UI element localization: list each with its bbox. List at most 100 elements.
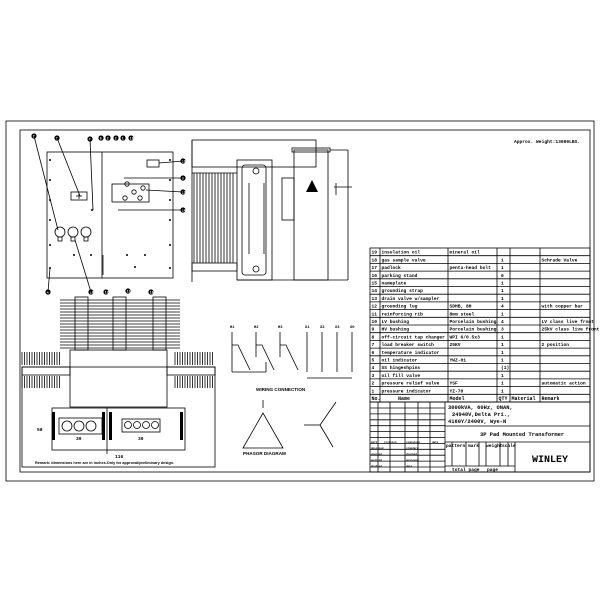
table-cell-name: pressure indicator xyxy=(382,388,432,394)
hv-box-dimension: 30 xyxy=(76,436,82,442)
leader-line xyxy=(145,189,184,193)
table-cell-no: 14 xyxy=(372,288,378,294)
hv-bushing xyxy=(67,226,79,238)
balloon-circle xyxy=(113,135,119,141)
outer-frame xyxy=(5,120,595,482)
company-name: WINLEY xyxy=(532,455,568,466)
table-cell-no: 4 xyxy=(372,365,375,371)
balloon: 1 xyxy=(120,135,126,141)
lv-terminal-label: X3 xyxy=(335,326,340,330)
balloon-label: 13 xyxy=(182,190,186,194)
phasor-title: PHASOR DIAGRAM xyxy=(243,451,286,456)
bolt xyxy=(144,254,146,256)
hv-terminal-label: H2 xyxy=(254,326,259,330)
table-cell-model: SDHB, 8H xyxy=(450,304,472,310)
table-cell-name: insulation oil xyxy=(382,250,421,256)
table-cell-model: 8mm steel xyxy=(450,311,475,317)
table-cell-qty: 1 xyxy=(501,373,504,379)
table-header: QTY xyxy=(499,396,508,402)
width-dimension: 116 xyxy=(115,454,124,460)
table-cell-no: 15 xyxy=(372,281,378,287)
bolt xyxy=(90,254,92,256)
table-cell-no: 17 xyxy=(372,265,378,271)
balloon-circle xyxy=(148,289,154,295)
table-cell-name: grounding strap xyxy=(382,288,424,294)
scale-label: scale xyxy=(502,443,516,449)
weight-label: weight xyxy=(486,443,503,449)
bolt xyxy=(126,254,128,256)
table-header: No. xyxy=(372,396,381,402)
table-cell-remark: Schrade Valve xyxy=(542,257,578,263)
height-dimension: 58 xyxy=(37,427,43,433)
bushing-base xyxy=(70,236,76,242)
table-cell-qty: 1 xyxy=(501,342,504,348)
signoff-label: drafted xyxy=(371,464,382,468)
product-title: 3P Pad Mounted Transformer xyxy=(480,432,564,438)
balloon: 11 xyxy=(125,288,131,294)
bolt xyxy=(134,266,136,268)
balloon-circle xyxy=(128,135,134,141)
table-cell-model: YSF xyxy=(450,381,459,387)
table-cell-name: nameplate xyxy=(382,281,407,287)
table-cell-no: 3 xyxy=(372,373,375,379)
table-cell-no: 19 xyxy=(372,250,378,256)
hv-terminal-label: H3 xyxy=(278,326,283,330)
signoff-label: standard xyxy=(406,446,419,450)
table-header: Name xyxy=(398,396,410,402)
table-cell-qty: (1) xyxy=(501,365,509,371)
balloon: 5 xyxy=(98,135,104,141)
table-cell-name: temperature indicator xyxy=(382,350,440,356)
side-view xyxy=(191,139,352,282)
table-cell-qty: 1 xyxy=(501,358,504,364)
balloon-label: 13 xyxy=(182,159,186,163)
table-cell-qty: 6 xyxy=(501,273,504,279)
table-cell-name: grounding lug xyxy=(382,304,418,310)
table-cell-no: 7 xyxy=(372,342,375,348)
leader-line xyxy=(56,137,81,197)
table-cell-name: padlock xyxy=(382,265,402,271)
leader-line xyxy=(89,138,94,211)
hv-winding xyxy=(279,344,299,371)
table-cell-qty: 1 xyxy=(501,281,504,287)
bushing-base xyxy=(83,236,89,242)
balloon-label: 14 xyxy=(182,208,186,212)
table-cell-qty: 1 xyxy=(501,257,504,263)
table-cell-name: LV bushing xyxy=(382,319,410,325)
leader-line xyxy=(33,135,59,231)
table-cell-model: YWZ-01 xyxy=(450,358,467,364)
balloon-circle xyxy=(125,288,131,294)
table-cell-name: load breaker switch xyxy=(382,342,435,348)
table-cell-no: 8 xyxy=(372,334,375,340)
balloon-circle xyxy=(120,135,126,141)
table-cell-no: 13 xyxy=(372,296,378,302)
table-cell-name: gas sample valve xyxy=(382,257,426,263)
hv-bushing xyxy=(54,226,66,238)
hv-winding xyxy=(255,344,275,371)
table-cell-remark: with copper bar xyxy=(542,304,584,310)
balloon: 18 xyxy=(88,289,94,295)
table-cell-no: 1 xyxy=(372,388,375,394)
table-cell-name: drain valve w/sampler xyxy=(382,296,440,302)
table-cell-qty: 1 xyxy=(501,381,504,387)
lv-terminal-label: X2 xyxy=(320,326,325,330)
pattern-mark-label: pattern mark xyxy=(446,443,479,449)
table-cell-qty: 1 xyxy=(501,296,504,302)
spec-line: 24940V,Delta Pri., xyxy=(452,412,510,418)
table-cell-name: SS hingeshpins xyxy=(382,365,421,371)
table-cell-model: mineral oil xyxy=(450,250,481,256)
table-cell-name: parking stand xyxy=(382,273,418,279)
balloon: 19 xyxy=(128,135,134,141)
table-cell-name: off-circuit tap changer xyxy=(382,334,446,340)
balloon-label: 4 xyxy=(47,290,49,294)
table-header: Model xyxy=(450,396,465,402)
spec-line: 3000kVA, 60Hz, ONAN, xyxy=(448,405,513,411)
leader-line xyxy=(47,267,51,293)
table-header: Material xyxy=(512,396,536,402)
balloon-label: 2 xyxy=(107,136,109,140)
balloon-circle xyxy=(98,135,104,141)
parts-table: 19 insulation oil mineral oil 1 8 gas sample … xyxy=(369,247,600,403)
table-cell-no: 5 xyxy=(372,358,375,364)
